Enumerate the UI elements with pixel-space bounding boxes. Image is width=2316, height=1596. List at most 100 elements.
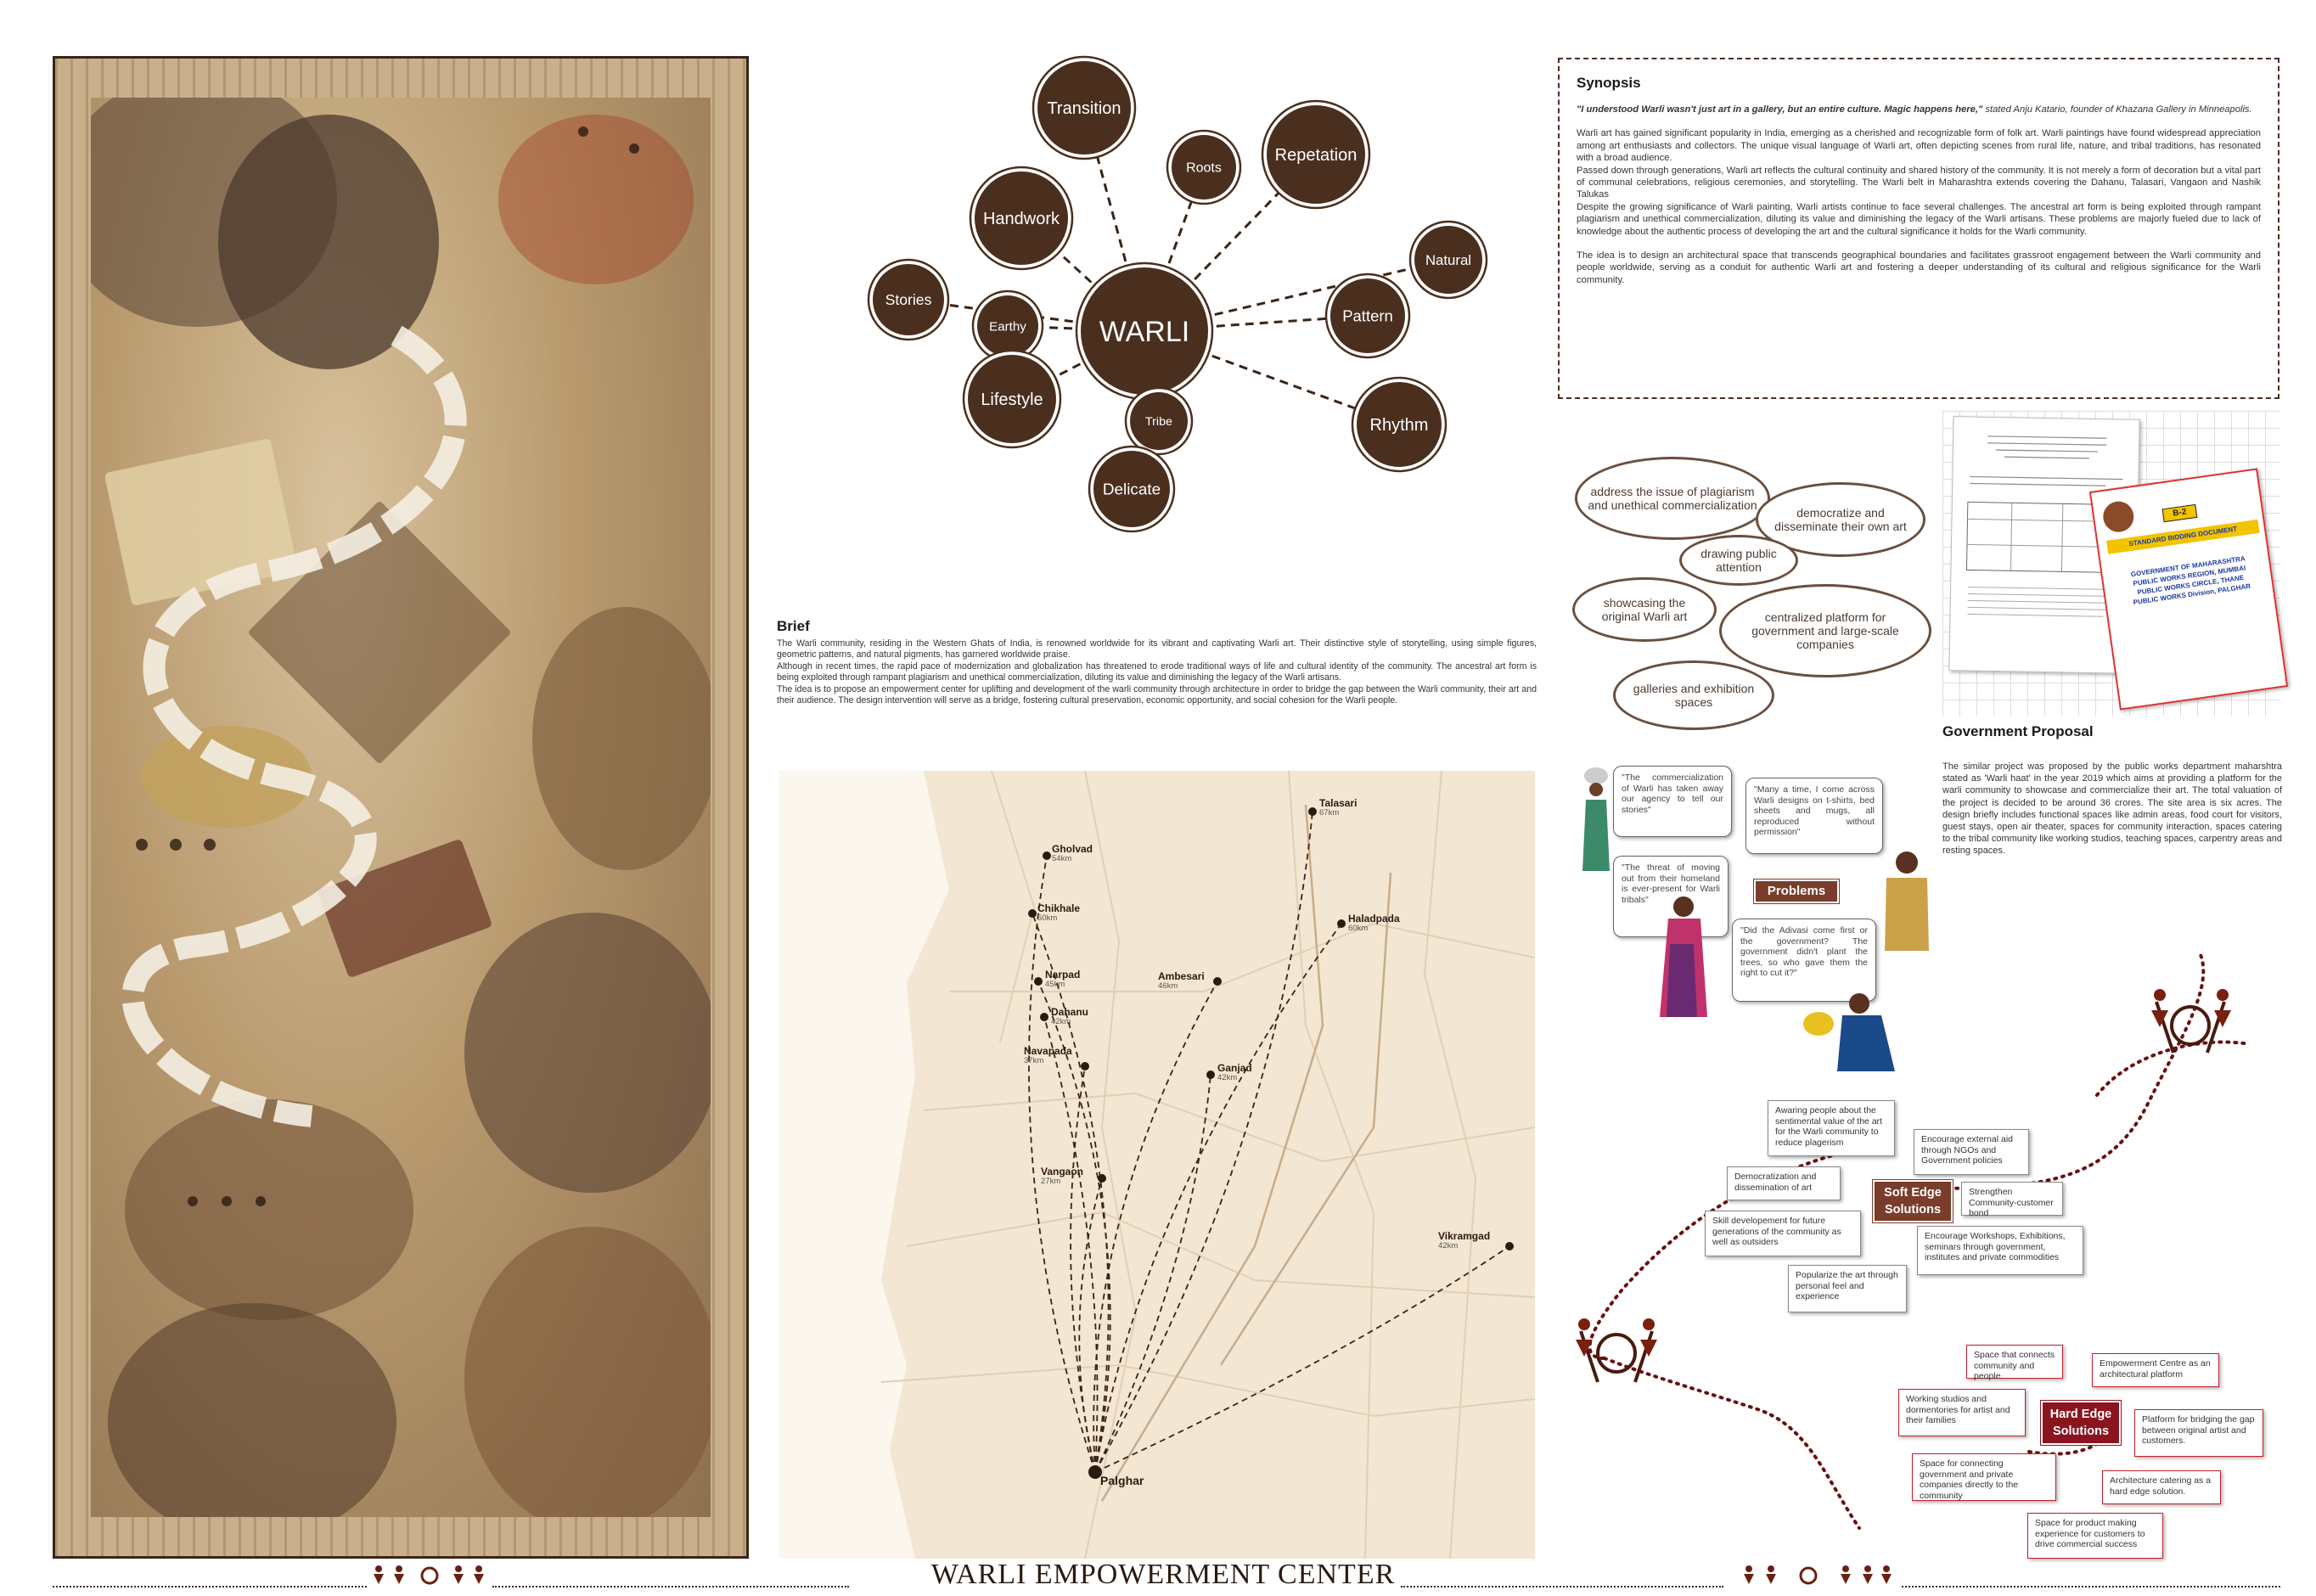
- mindmap-label: Delicate: [1103, 481, 1161, 499]
- soft-solution-item: Encourage external aid through NGOs and …: [1914, 1129, 2029, 1175]
- synopsis-paragraph: Passed down through generations, Warli a…: [1577, 165, 2261, 200]
- brief-title: Brief: [777, 618, 810, 634]
- route-line: [1028, 855, 1096, 1473]
- town-marker: [1213, 977, 1222, 986]
- footer-divider: [492, 1586, 849, 1588]
- mindmap-node: Natural: [1408, 220, 1488, 300]
- town-distance: 46km: [1158, 981, 1178, 991]
- goal-bubble: galleries and exhibition spaces: [1613, 660, 1774, 730]
- problem-quote: "The threat of moving out from their hom…: [1613, 856, 1729, 937]
- town-marker: [1034, 977, 1043, 986]
- artist-working-image: [464, 913, 711, 1193]
- synopsis-quote: "I understood Warli wasn't just art in a…: [1577, 104, 2261, 115]
- mindmap-node: Roots: [1166, 129, 1242, 205]
- mindmap-node: Handwork: [969, 166, 1074, 271]
- goal-bubble: address the issue of plagiarism and unet…: [1575, 457, 1770, 540]
- town-marker: [1040, 1013, 1048, 1021]
- man-figure-icon: [1885, 851, 1929, 951]
- soft-edge-label: Soft Edge Solutions: [1873, 1180, 1953, 1222]
- town-distance: 54km: [1052, 854, 1072, 863]
- artist-painting-wall: [532, 607, 711, 870]
- musician-image: [464, 1227, 711, 1517]
- soft-solution-item: Encourage Workshops, Exhibitions, semina…: [1917, 1226, 2083, 1275]
- problem-quote: "Did the Adivasi come first or the gover…: [1732, 919, 1876, 1002]
- town-marker: [1088, 1465, 1102, 1479]
- mindmap-node: Stories: [867, 258, 950, 341]
- town-marker: [1028, 909, 1037, 918]
- town-name: Chikhale: [1037, 902, 1081, 914]
- town-distance: 37km: [1024, 1056, 1044, 1065]
- town-name: Gholvad: [1052, 843, 1093, 855]
- mindmap-label: Rhythm: [1370, 416, 1429, 435]
- soft-solution-item: Awaring people about the sentimental val…: [1768, 1100, 1895, 1156]
- route-line: [1078, 1177, 1103, 1473]
- problem-quote: "Many a time, I come across Warli design…: [1745, 778, 1883, 854]
- brief-paragraph: The idea is to propose an empowerment ce…: [777, 683, 1537, 706]
- mindmap-connector: [1144, 258, 1449, 333]
- brief-section: Brief The Warli community, residing in t…: [777, 618, 1537, 706]
- hard-solution-item: Space that connects community and people…: [1966, 1345, 2063, 1381]
- mindmap-label: Pattern: [1342, 306, 1393, 324]
- sea-area: [779, 771, 949, 1559]
- woman-figure-icon: [1582, 767, 1610, 871]
- mindmap-node: Lifestyle: [962, 349, 1062, 449]
- mindmap-node: Delicate: [1088, 445, 1176, 533]
- brief-paragraph: The Warli community, residing in the Wes…: [777, 638, 1537, 660]
- town-label: Palghar: [1100, 1475, 1144, 1486]
- mindmap-label: Earthy: [989, 319, 1026, 334]
- mindmap-label: Stories: [885, 291, 932, 308]
- town-marker: [1043, 851, 1051, 860]
- soft-solution-item: Strengthen Community-customer bond: [1961, 1182, 2063, 1218]
- warli-dancers-icon: [2151, 989, 2231, 1054]
- map-roads-and-routes: [779, 771, 1535, 1559]
- town-distance: 50km: [1037, 913, 1058, 923]
- town-distance: 60km: [1348, 924, 1369, 933]
- mindmap-node: Transition: [1032, 55, 1137, 160]
- goal-bubble: drawing public attention: [1679, 535, 1798, 586]
- mindmap-node: Pattern: [1324, 273, 1411, 359]
- town-distance: 42km: [1051, 1017, 1071, 1026]
- quote-text: "I understood Warli wasn't just art in a…: [1577, 104, 1983, 115]
- government-document-images: B-2 STANDARD BIDDING DOCUMENT GOVERNMENT…: [1942, 411, 2289, 717]
- soft-solution-item: Skill developement for future generation…: [1705, 1211, 1861, 1256]
- tarpa-flute-player: [108, 1303, 396, 1517]
- route-line: [1094, 1074, 1211, 1473]
- town-name: Dahanu: [1051, 1006, 1089, 1018]
- town-name: Palghar: [1100, 1474, 1144, 1487]
- town-marker: [1337, 919, 1346, 928]
- soft-solution-item: Democratization and dissemination of art: [1727, 1166, 1841, 1200]
- gov-proposal-title: Government Proposal: [1942, 723, 2094, 739]
- goal-bubble: centralized platform for government and …: [1719, 584, 1931, 677]
- hard-solution-item: Space for connecting government and priv…: [1912, 1453, 2056, 1501]
- hard-edge-label: Hard Edge Solutions: [2041, 1401, 2121, 1445]
- doc-authority: GOVERNMENT OF MAHARASHTRA PUBLIC WORKS R…: [2116, 552, 2263, 609]
- mindmap-node: Earthy: [971, 289, 1044, 362]
- bidding-document-cover: B-2 STANDARD BIDDING DOCUMENT GOVERNMENT…: [2088, 468, 2289, 711]
- mindmap-label: Roots: [1186, 161, 1222, 176]
- footer-divider: [1902, 1586, 2280, 1588]
- synopsis-section: Synopsis "I understood Warli wasn't just…: [1558, 58, 2279, 399]
- town-name: Vikramgad: [1438, 1230, 1491, 1242]
- mindmap-label: Lifestyle: [981, 391, 1043, 409]
- hard-solution-item: Empowerment Centre as an architectural p…: [2092, 1353, 2219, 1387]
- warli-collage-panel: [53, 56, 749, 1559]
- town-name: Haladpada: [1348, 913, 1400, 924]
- synopsis-paragraph: Despite the growing significance of Warl…: [1577, 201, 2261, 237]
- route-line: [1037, 981, 1111, 1473]
- town-name: Vangaon: [1041, 1166, 1084, 1177]
- collage-artwork: [91, 98, 711, 1517]
- mindmap-connector: [1011, 329, 1145, 401]
- mindmap-label: Tribe: [1145, 415, 1172, 429]
- town-distance: 42km: [1438, 1241, 1459, 1250]
